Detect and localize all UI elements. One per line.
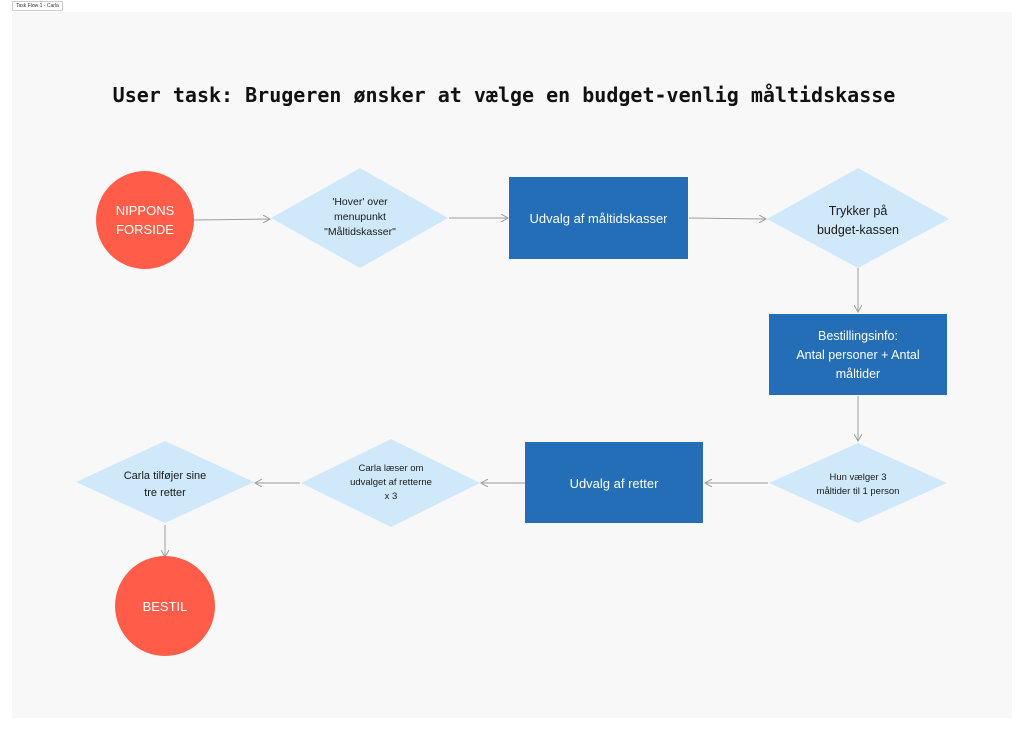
node-adds-dishes-line-1: Carla tilføjer sine [124, 470, 207, 482]
node-adds-dishes-diamond: Carla tilføjer sine tre retter [76, 441, 254, 523]
node-selection-dishes-rect: Udvalg af retter [525, 442, 703, 523]
node-choose-meals-line-1: Hun vælger 3 [829, 472, 886, 483]
node-start-line-1: NIPPONS [116, 203, 175, 218]
connectors [165, 218, 858, 557]
node-adds-dishes-line-2: tre retter [144, 487, 186, 499]
node-hover-line-2: menupunkt [334, 211, 386, 223]
flowchart-canvas: User task: Brugeren ønsker at vælge en b… [12, 12, 1012, 718]
node-selection-boxes-rect: Udvalg af måltidskasser [509, 177, 688, 259]
node-reads-dishes-line-3: x 3 [385, 491, 398, 502]
node-choose-meals-diamond: Hun vælger 3 måltider til 1 person [769, 443, 947, 523]
node-hover-diamond: 'Hover' over menupunkt "Måltidskasser" [271, 168, 448, 268]
node-start-circle: NIPPONS FORSIDE [96, 171, 194, 269]
node-order-info-line-3: måltider [836, 367, 880, 381]
node-order-info-line-1: Bestillingsinfo: [818, 329, 898, 343]
node-hover-line-3: "Måltidskasser" [324, 226, 396, 238]
node-selection-boxes-label: Udvalg af måltidskasser [530, 211, 669, 226]
node-click-budget-diamond: Trykker på budget-kassen [767, 168, 949, 268]
node-click-budget-line-1: Trykker på [829, 204, 888, 218]
node-start-line-2: FORSIDE [116, 222, 174, 237]
node-order-info-line-2: Antal personer + Antal [796, 348, 919, 362]
node-reads-dishes-line-1: Carla læser om [359, 463, 424, 474]
flowchart-svg: User task: Brugeren ønsker at vælge en b… [76, 83, 949, 656]
connector-start-to-hover [193, 219, 270, 220]
diagram-title: User task: Brugeren ønsker at vælge en b… [113, 83, 896, 107]
node-reads-dishes-line-2: udvalget af retterne [350, 477, 432, 488]
frame-label: Task Flow 1 - Carla [12, 1, 63, 11]
node-order-info-rect: Bestillingsinfo: Antal personer + Antal … [769, 314, 947, 395]
node-reads-dishes-diamond: Carla læser om udvalget af retterne x 3 [301, 439, 480, 527]
node-order-circle: BESTIL [115, 556, 215, 656]
connector-selection-to-budget [688, 218, 766, 219]
node-selection-dishes-label: Udvalg af retter [570, 476, 660, 491]
node-order-label: BESTIL [143, 599, 188, 614]
node-choose-meals-line-2: måltider til 1 person [817, 486, 900, 497]
node-click-budget-line-2: budget-kassen [817, 223, 899, 237]
node-hover-line-1: 'Hover' over [332, 196, 388, 208]
